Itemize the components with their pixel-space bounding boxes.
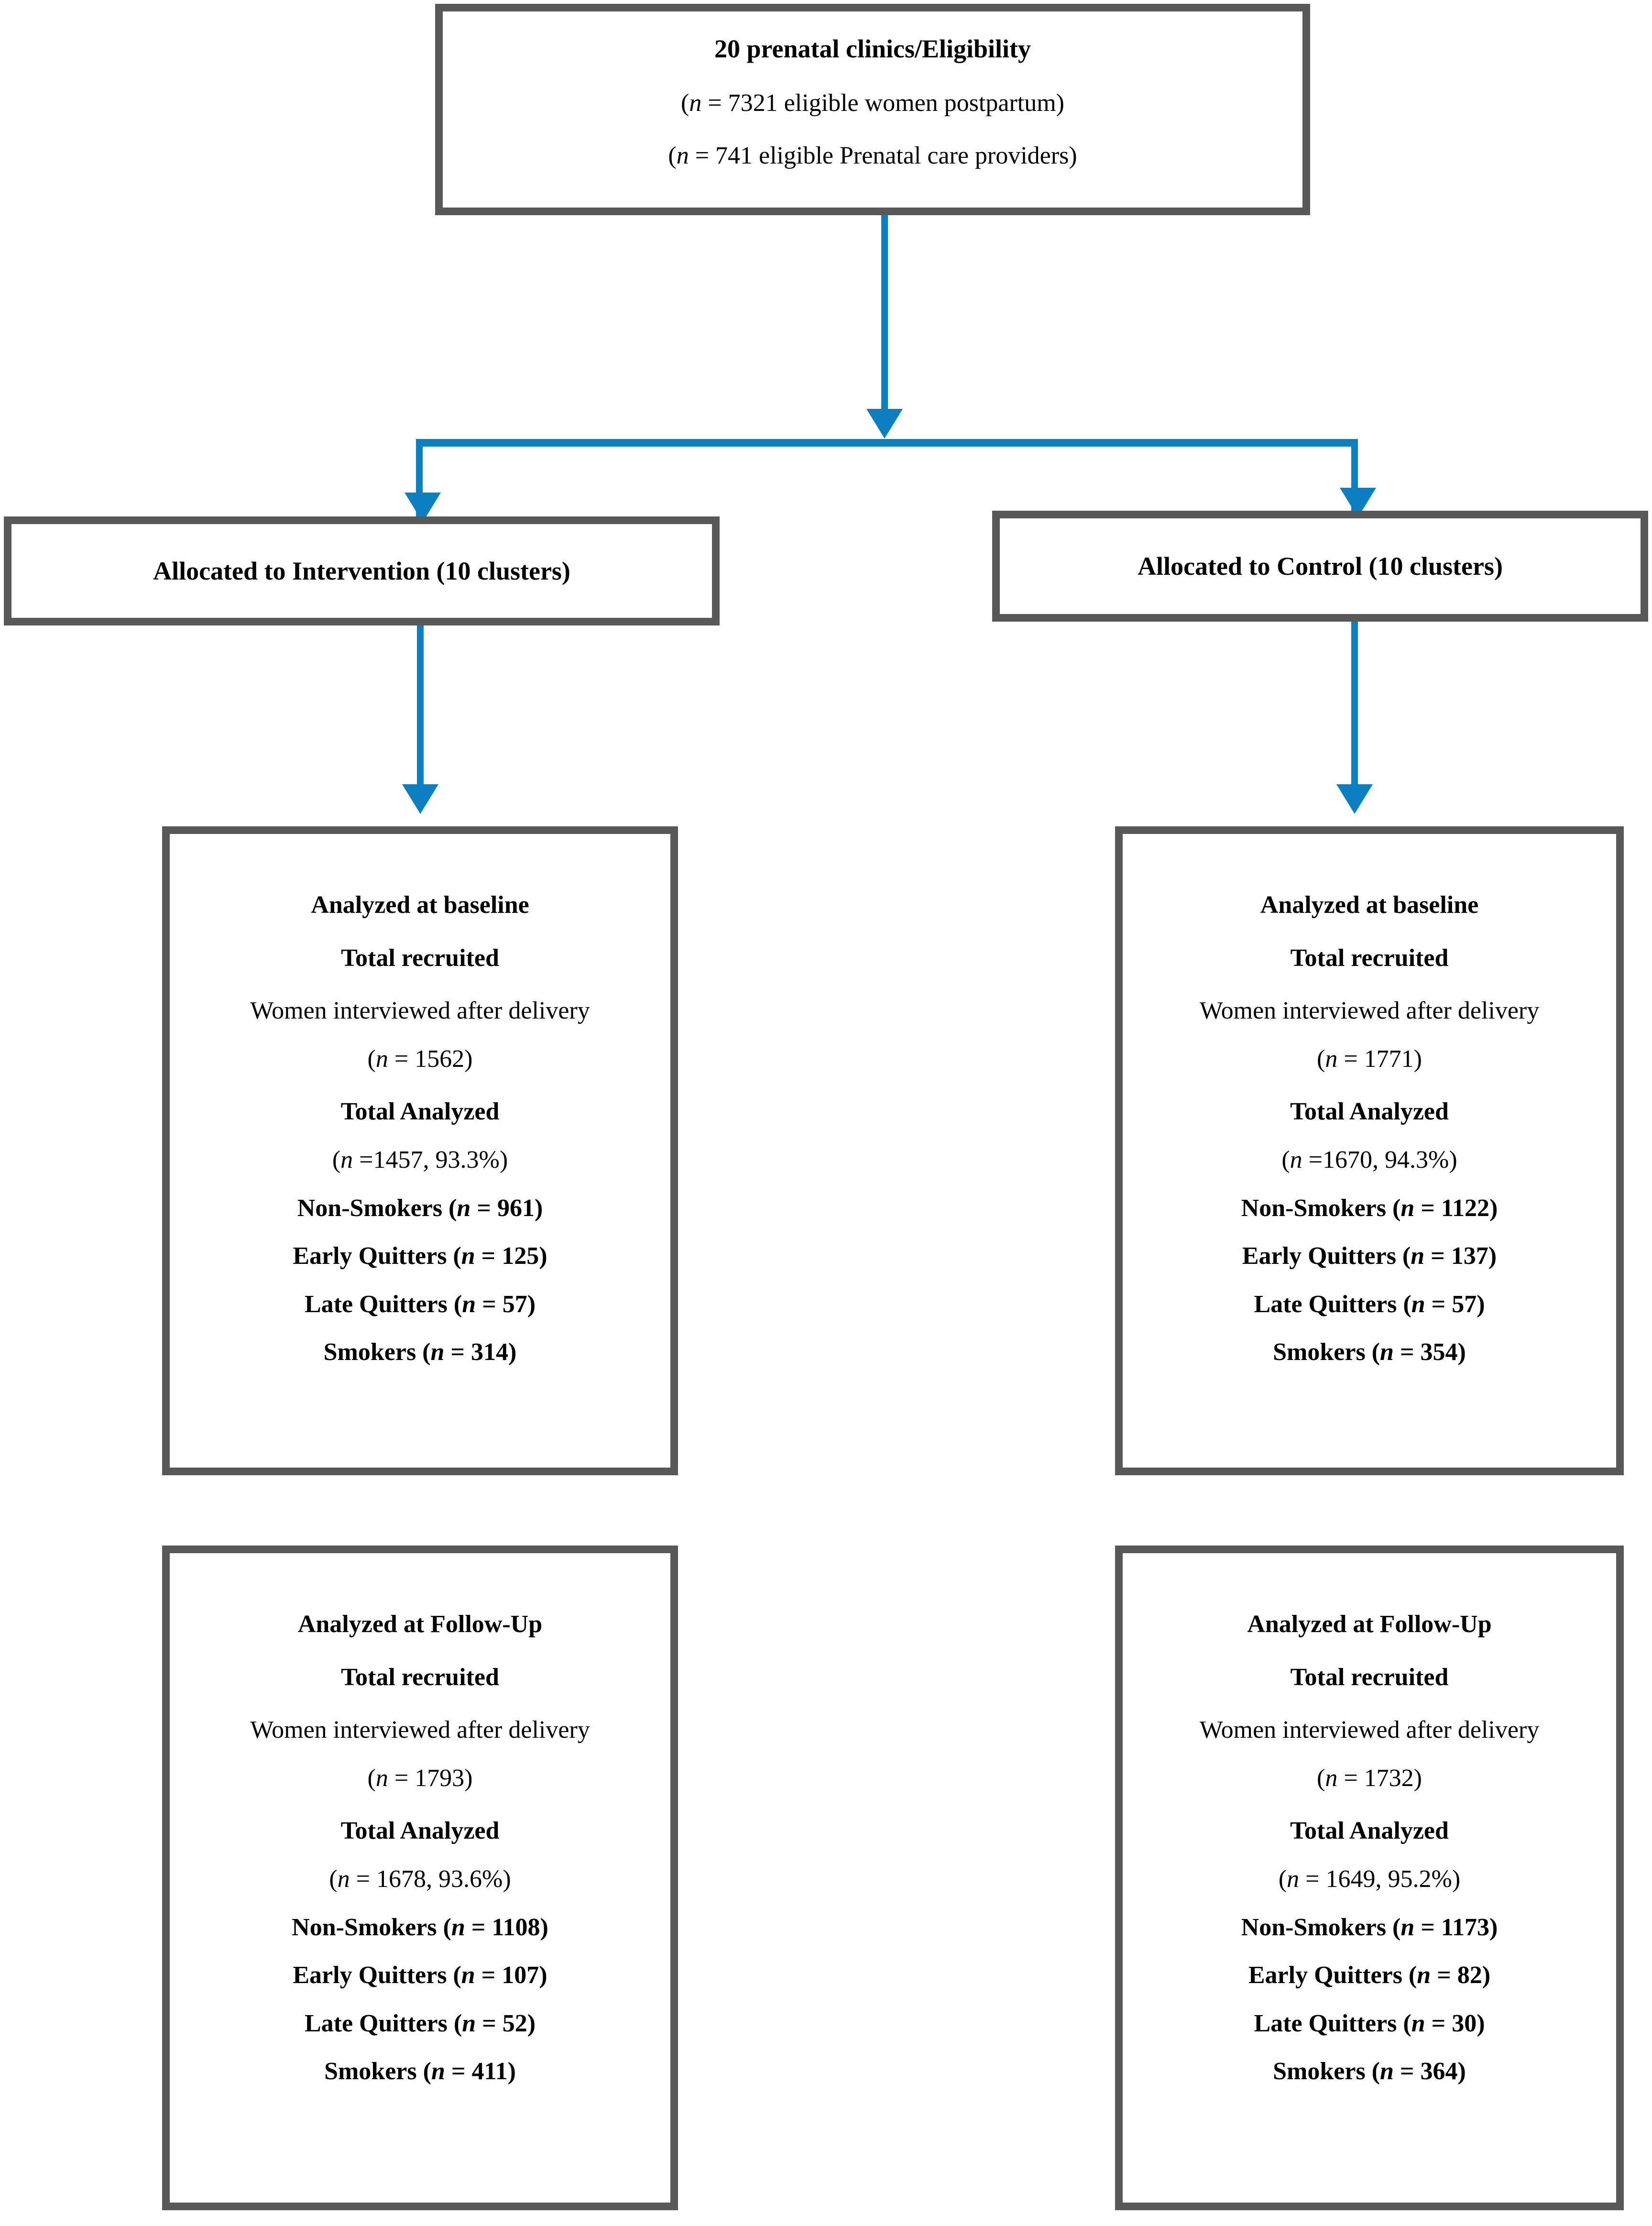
baseline-control-recruited-desc: Women interviewed after delivery <box>1199 997 1540 1025</box>
baseline-control-total-recruited-label: Total recruited <box>1290 944 1449 972</box>
followup-intervention-early-quitters: Early Quitters (n = 107) <box>293 1962 547 1989</box>
eligibility-providers-line: (n = 741 eligible Prenatal care provider… <box>668 142 1077 170</box>
followup-intervention-total-recruited-label: Total recruited <box>341 1663 499 1691</box>
followup-intervention-total-analyzed-label: Total Analyzed <box>340 1817 500 1845</box>
followup-control-late-quitters: Late Quitters (n = 30) <box>1254 2009 1485 2037</box>
baseline-intervention-total-recruited-label: Total recruited <box>341 944 499 972</box>
followup-intervention-non-smokers: Non-Smokers (n = 1108) <box>292 1913 548 1941</box>
baseline-control-total-analyzed-label: Total Analyzed <box>1290 1098 1449 1126</box>
eligibility-heading: 20 prenatal clinics/Eligibility <box>714 34 1031 63</box>
followup-intervention-recruited-desc: Women interviewed after delivery <box>250 1716 590 1744</box>
baseline-intervention-total-analyzed-label: Total Analyzed <box>340 1098 500 1126</box>
baseline-control-recruited-n: (n = 1771) <box>1317 1045 1422 1073</box>
followup-control-box: Analyzed at Follow-Up Total recruited Wo… <box>1115 1546 1624 2210</box>
baseline-control-late-quitters: Late Quitters (n = 57) <box>1254 1290 1485 1318</box>
followup-control-early-quitters: Early Quitters (n = 82) <box>1248 1962 1491 1989</box>
followup-intervention-recruited-n: (n = 1793) <box>367 1764 473 1792</box>
baseline-control-analyzed-n: (n =1670, 94.3%) <box>1281 1146 1457 1173</box>
followup-control-total-analyzed-label: Total Analyzed <box>1290 1817 1449 1845</box>
connector-eligibility-stem <box>881 215 888 421</box>
connector-control-baseline-arrowhead <box>1336 784 1373 814</box>
allocation-control-label: Allocated to Control (10 clusters) <box>1138 551 1503 581</box>
followup-control-heading: Analyzed at Follow-Up <box>1247 1611 1492 1638</box>
baseline-control-non-smokers: Non-Smokers (n = 1122) <box>1241 1194 1498 1222</box>
baseline-control-heading: Analyzed at baseline <box>1260 891 1479 919</box>
baseline-control-smokers: Smokers (n = 354) <box>1273 1338 1466 1366</box>
baseline-intervention-analyzed-n: (n =1457, 93.3%) <box>332 1146 508 1173</box>
baseline-intervention-heading: Analyzed at baseline <box>311 891 529 919</box>
connector-intervention-baseline-arrowhead <box>402 784 438 814</box>
allocation-intervention-box: Allocated to Intervention (10 clusters) <box>4 516 720 625</box>
followup-intervention-analyzed-n: (n = 1678, 93.6%) <box>329 1865 511 1893</box>
connector-eligibility-arrowhead <box>866 409 903 439</box>
baseline-control-box: Analyzed at baseline Total recruited Wom… <box>1115 826 1624 1475</box>
followup-control-smokers: Smokers (n = 364) <box>1273 2058 1466 2085</box>
followup-control-total-recruited-label: Total recruited <box>1290 1663 1449 1691</box>
connector-split-bar <box>416 439 1358 447</box>
baseline-control-early-quitters: Early Quitters (n = 137) <box>1242 1242 1497 1270</box>
eligibility-women-line: (n = 7321 eligible women postpartum) <box>681 89 1064 117</box>
followup-intervention-smokers: Smokers (n = 411) <box>324 2058 516 2085</box>
followup-control-recruited-n: (n = 1732) <box>1317 1764 1422 1792</box>
eligibility-box: 20 prenatal clinics/Eligibility (n = 732… <box>435 4 1310 215</box>
allocation-control-box: Allocated to Control (10 clusters) <box>992 511 1648 622</box>
followup-control-recruited-desc: Women interviewed after delivery <box>1199 1716 1540 1744</box>
connector-control-to-baseline <box>1351 622 1358 795</box>
baseline-intervention-recruited-n: (n = 1562) <box>367 1045 473 1073</box>
baseline-intervention-recruited-desc: Women interviewed after delivery <box>250 997 590 1025</box>
followup-control-analyzed-n: (n = 1649, 95.2%) <box>1278 1865 1461 1893</box>
baseline-intervention-early-quitters: Early Quitters (n = 125) <box>293 1242 547 1270</box>
baseline-intervention-box: Analyzed at baseline Total recruited Wom… <box>162 826 678 1475</box>
baseline-intervention-smokers: Smokers (n = 314) <box>323 1338 517 1366</box>
baseline-intervention-late-quitters: Late Quitters (n = 57) <box>304 1290 536 1318</box>
followup-intervention-heading: Analyzed at Follow-Up <box>297 1611 543 1638</box>
followup-intervention-box: Analyzed at Follow-Up Total recruited Wo… <box>162 1546 678 2210</box>
allocation-intervention-label: Allocated to Intervention (10 clusters) <box>153 556 570 585</box>
baseline-intervention-non-smokers: Non-Smokers (n = 961) <box>297 1194 543 1222</box>
connector-intervention-to-baseline <box>417 625 424 795</box>
followup-control-non-smokers: Non-Smokers (n = 1173) <box>1241 1913 1498 1941</box>
followup-intervention-late-quitters: Late Quitters (n = 52) <box>304 2009 536 2037</box>
